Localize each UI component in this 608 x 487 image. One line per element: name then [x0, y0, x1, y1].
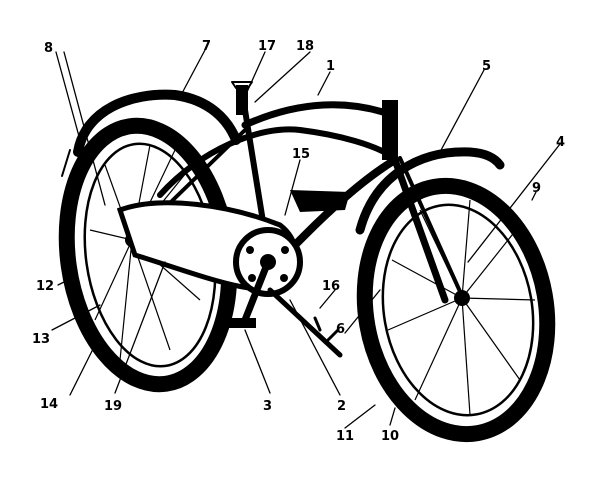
callout-3: 3	[263, 399, 272, 414]
callout-12: 12	[36, 279, 54, 294]
callout-13: 13	[32, 332, 50, 347]
callout-7: 7	[202, 39, 211, 54]
callout-2: 2	[337, 399, 346, 414]
callout-8: 8	[44, 41, 53, 56]
callout-15: 15	[292, 147, 310, 162]
kickstand	[267, 287, 343, 358]
callouts: 1 2 3 4 5 6 7 8 9 10 11 12 13 14 15 16 1…	[32, 39, 565, 444]
front-wheel	[356, 177, 556, 443]
crank-arm	[241, 258, 272, 324]
pedal	[228, 318, 256, 328]
callout-5: 5	[482, 59, 491, 74]
leader-lines	[51, 49, 561, 429]
callout-19: 19	[104, 399, 122, 414]
callout-11: 11	[336, 429, 354, 444]
callout-9: 9	[532, 181, 541, 196]
callout-6: 6	[336, 322, 345, 337]
callout-10: 10	[381, 429, 399, 444]
callout-18: 18	[296, 39, 314, 54]
callout-1: 1	[326, 59, 335, 74]
callout-14: 14	[40, 397, 58, 412]
rear-fender	[73, 89, 241, 157]
callout-16: 16	[322, 279, 340, 294]
front-fender	[355, 147, 505, 235]
callout-17: 17	[258, 39, 276, 54]
callout-4: 4	[556, 135, 565, 150]
